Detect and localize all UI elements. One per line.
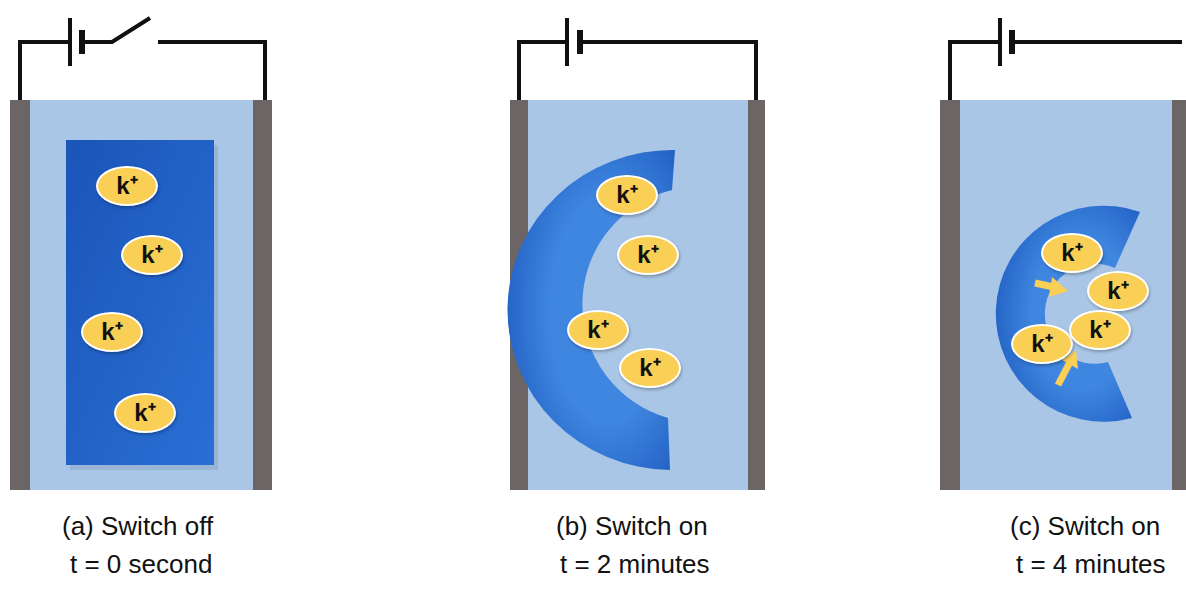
potassium-ion: k⁺	[1011, 324, 1073, 364]
battery-plate	[565, 18, 569, 66]
ion-label: k⁺	[141, 243, 162, 267]
panel-caption: t = 4 minutes	[1016, 550, 1166, 579]
potassium-ion: k⁺	[596, 175, 658, 215]
electrolyte	[10, 100, 272, 490]
potassium-ion: k⁺	[1041, 233, 1103, 273]
potassium-ion: k⁺	[96, 166, 158, 206]
battery-plate	[79, 30, 85, 54]
hydrogel-block	[66, 140, 214, 465]
ion-label: k⁺	[616, 183, 637, 207]
bent-hydrogel	[507, 150, 675, 470]
battery-plate	[577, 30, 583, 54]
potassium-ion: k⁺	[81, 312, 143, 352]
battery-plate	[1009, 30, 1015, 54]
potassium-ion: k⁺	[619, 348, 681, 388]
ion-label: k⁺	[1107, 279, 1128, 303]
ion-label: k⁺	[116, 174, 137, 198]
wire	[20, 18, 265, 100]
panel-b	[507, 18, 765, 490]
ion-label: k⁺	[134, 401, 155, 425]
wire	[519, 42, 756, 100]
panel-a	[10, 18, 272, 490]
panel-caption: (b) Switch on	[556, 512, 708, 541]
panel-caption: (c) Switch on	[1010, 512, 1160, 541]
electrode	[940, 100, 960, 490]
rolled-hydrogel	[996, 206, 1140, 422]
battery-plate	[998, 18, 1002, 66]
ion-label: k⁺	[637, 243, 658, 267]
panel-caption: (a) Switch off	[62, 512, 213, 541]
panel-c	[940, 18, 1186, 490]
potassium-ion: k⁺	[567, 310, 629, 350]
ion-label: k⁺	[639, 356, 660, 380]
potassium-ion: k⁺	[1069, 310, 1131, 350]
electrode	[253, 100, 272, 490]
potassium-ion: k⁺	[1087, 271, 1149, 311]
ion-label: k⁺	[1031, 332, 1052, 356]
ion-label: k⁺	[1061, 241, 1082, 265]
electrolyte	[940, 100, 1186, 490]
wire	[950, 42, 1182, 100]
ion-label: k⁺	[1089, 318, 1110, 342]
electrode	[1172, 100, 1186, 490]
potassium-ion: k⁺	[121, 235, 183, 275]
bend-arrow	[1058, 362, 1070, 385]
ion-label: k⁺	[101, 320, 122, 344]
panel-caption: t = 0 second	[70, 550, 212, 579]
electrode	[748, 100, 765, 490]
ion-label: k⁺	[587, 318, 608, 342]
panel-caption: t = 2 minutes	[560, 550, 710, 579]
potassium-ion: k⁺	[114, 393, 176, 433]
battery-plate	[68, 18, 72, 66]
bend-arrowhead	[1049, 277, 1068, 297]
potassium-ion: k⁺	[617, 235, 679, 275]
electrode	[10, 100, 30, 490]
